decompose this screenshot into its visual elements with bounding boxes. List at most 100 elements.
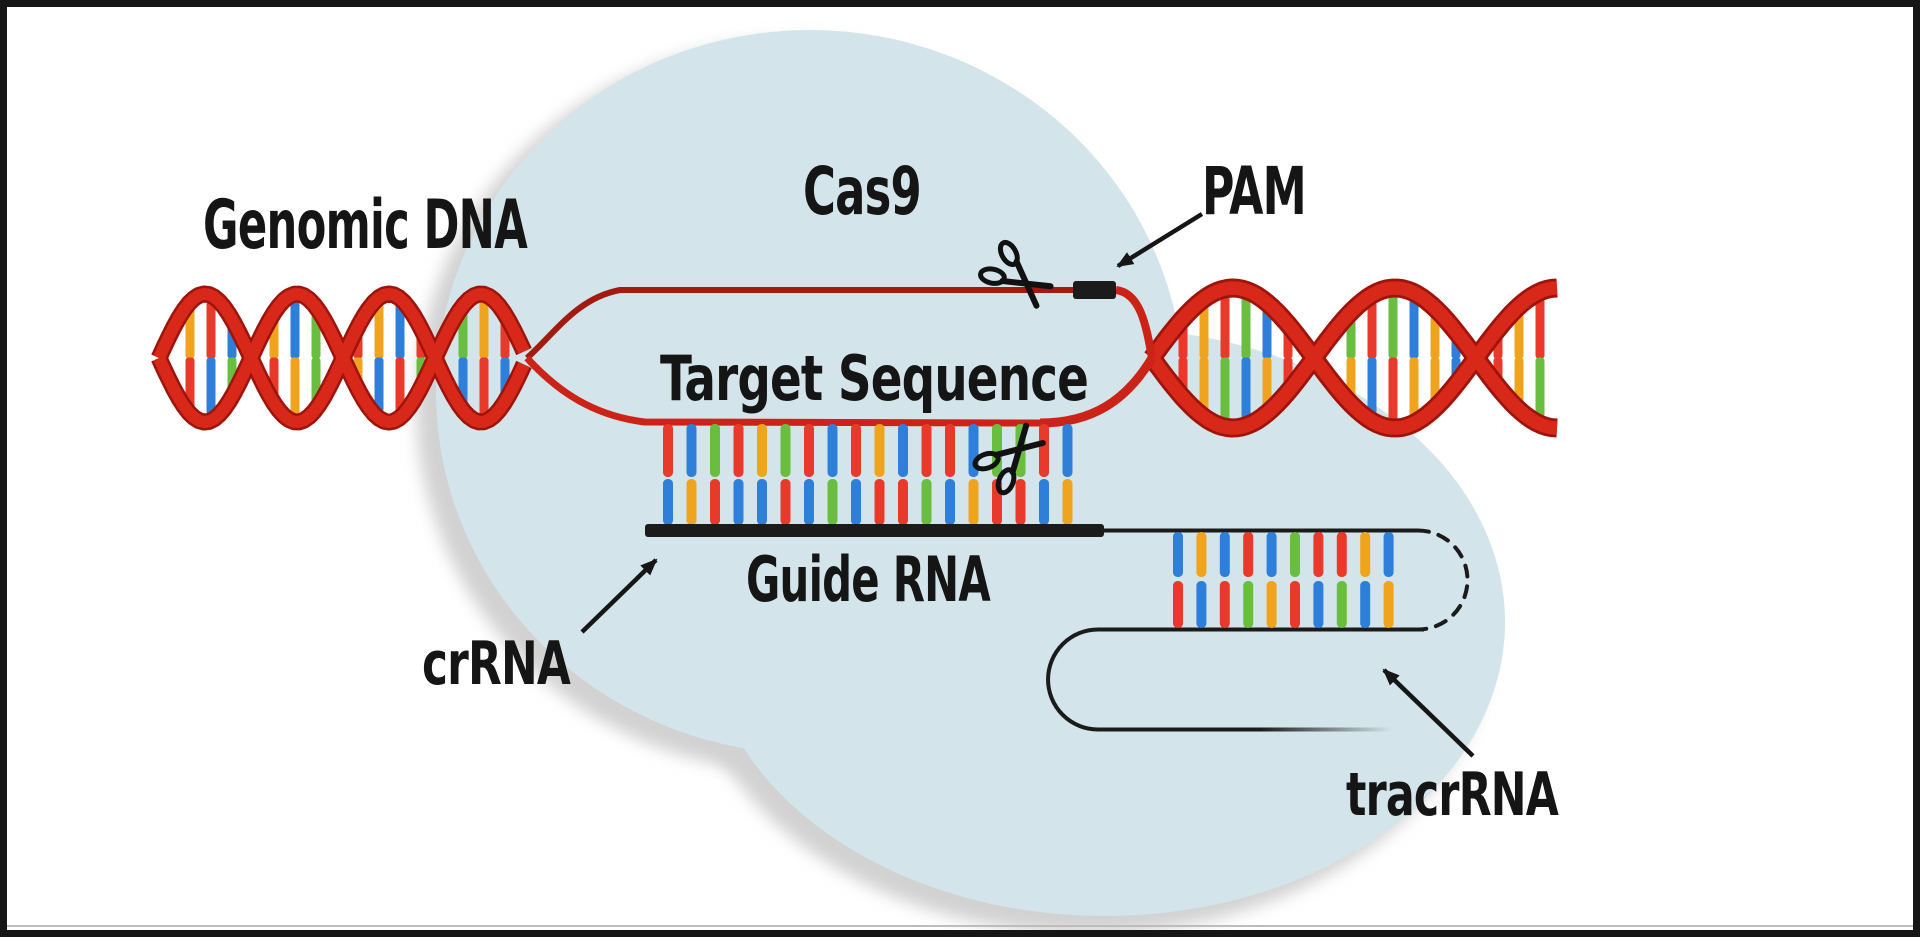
target-strand-base xyxy=(1039,424,1049,477)
helix-base-pair xyxy=(1241,296,1251,359)
helix-base-pair xyxy=(1430,314,1440,359)
helix-base-pair xyxy=(290,300,300,359)
cas9-label: Cas9 xyxy=(803,153,921,230)
guide-rna-base xyxy=(1015,479,1026,525)
bubble-bottom-right-curve xyxy=(1039,355,1156,428)
helix-base-pair xyxy=(395,304,405,359)
crrna-base xyxy=(1266,532,1277,577)
helix-strand xyxy=(1146,281,1559,435)
crrna-base xyxy=(1243,532,1254,577)
genomic-dna-label: Genomic DNA xyxy=(203,186,528,265)
helix-base-pair xyxy=(1514,357,1524,404)
target-strand-base xyxy=(921,424,932,477)
helix-base-pair xyxy=(1409,357,1419,417)
bubble-top-strand xyxy=(525,287,1073,361)
helix-base-pair xyxy=(1241,357,1251,420)
guide-rna-base xyxy=(733,479,744,525)
helix-base-pair xyxy=(479,357,489,416)
tracrrna-loop-cap xyxy=(1046,627,1099,732)
helix-base-pair xyxy=(1388,294,1398,359)
target-strand-base xyxy=(992,424,1002,477)
dna-bubble xyxy=(524,281,1156,428)
guide-rna-base xyxy=(804,479,814,525)
genomic-dna-helix-left xyxy=(151,285,532,431)
target-strand-base xyxy=(757,424,767,477)
target-strand-base xyxy=(945,424,955,477)
helix-base-pair xyxy=(1199,357,1209,411)
guide-rna-base xyxy=(1062,479,1073,525)
helix-base-pair xyxy=(206,301,216,359)
helix-base-pair xyxy=(1430,357,1440,402)
helix-base-pair xyxy=(1514,312,1524,359)
helix-base-pair xyxy=(374,357,384,413)
target-strand-base xyxy=(710,424,720,477)
crrna-arrow xyxy=(580,558,658,634)
helix-base-pair xyxy=(479,300,489,359)
helix-base-pair xyxy=(1367,301,1377,359)
helix-base-pair xyxy=(395,357,405,412)
tracrrna-base xyxy=(1336,581,1347,628)
bubble-top-right-curve xyxy=(1115,286,1156,359)
hairpin-dashed-cap xyxy=(1416,528,1470,632)
helix-base-pair xyxy=(1346,318,1356,359)
guide-rna-line xyxy=(645,524,1104,537)
bubble-bottom-strand xyxy=(524,355,1041,427)
helix-base-pair xyxy=(1199,305,1209,359)
crrna-base xyxy=(1360,532,1371,577)
guide-rna-base xyxy=(945,479,955,525)
tracrrna-base xyxy=(1243,581,1254,628)
helix-base-pair xyxy=(1220,357,1230,421)
helix-base-pair xyxy=(1367,357,1377,415)
target-strand-base xyxy=(1062,424,1073,477)
tracrrna-label: tracrRNA xyxy=(1346,760,1559,830)
guide-rna-base xyxy=(874,479,885,525)
crrna-base xyxy=(1219,532,1230,577)
tracrrna-base xyxy=(1383,581,1394,628)
target-strand-base xyxy=(780,424,791,477)
crrna-base xyxy=(1313,532,1324,577)
target-strand-base xyxy=(804,424,814,477)
guide-rna-base xyxy=(827,479,838,525)
helix-base-pair xyxy=(1535,357,1545,418)
helix-strand xyxy=(1146,281,1559,435)
helix-strand xyxy=(153,288,530,428)
crrna-base xyxy=(1336,532,1347,577)
helix-base-pair xyxy=(290,357,300,416)
helix-base-pair xyxy=(374,303,384,359)
tracrrna-base xyxy=(1313,581,1324,628)
tracrrna-base xyxy=(1266,581,1277,628)
pam-label: PAM xyxy=(1202,153,1306,230)
target-sequence-label: Target Sequence xyxy=(660,342,1088,415)
target-strand-base xyxy=(686,424,697,477)
genomic-dna-helix-right xyxy=(1144,278,1562,438)
crrna-base xyxy=(1173,532,1183,577)
pam-arrow xyxy=(1116,212,1204,268)
helix-base-pair xyxy=(206,357,216,415)
crrna-base xyxy=(1196,532,1207,577)
pam-site-segment xyxy=(1073,281,1116,299)
guide-rna-base xyxy=(757,479,767,525)
helix-base-pair xyxy=(1262,357,1272,407)
tracrrna-base xyxy=(1196,581,1207,628)
tracrrna-base xyxy=(1290,581,1300,628)
dna-rna-duplex xyxy=(663,424,1073,525)
target-strand-base xyxy=(733,424,744,477)
helix-base-pair xyxy=(185,357,195,408)
crrna-base xyxy=(1290,532,1300,577)
guide-rna-base xyxy=(710,479,720,525)
helix-base-pair xyxy=(1346,357,1356,398)
guide-rna-base xyxy=(1039,479,1049,525)
guide-rna-base xyxy=(898,479,908,525)
tracrrna-base xyxy=(1360,581,1371,628)
guide-rna-strand xyxy=(645,524,1470,732)
guide-rna-base xyxy=(780,479,791,525)
target-strand-base xyxy=(827,424,838,477)
target-strand-base xyxy=(851,424,861,477)
helix-base-pair xyxy=(1535,298,1545,359)
guide-rna-label: Guide RNA xyxy=(746,543,991,616)
crrna-base xyxy=(1383,532,1394,577)
guide-rna-base xyxy=(663,479,673,525)
